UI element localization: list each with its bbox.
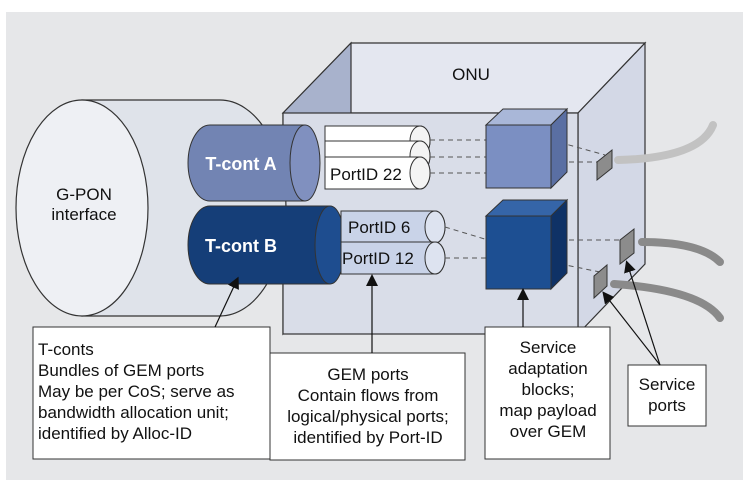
gem-ports-a [324,125,431,190]
tcont-callout-line5: identified by Alloc-ID [38,424,192,443]
tcont-b-label: T-cont B [205,236,277,256]
tcont-callout-line4: bandwidth allocation unit; [38,403,229,422]
service-ports-callout-line2: ports [648,396,686,415]
tcont-b [187,205,346,285]
adaptation-block-dark [484,198,569,291]
tcont-callout-line1: T-conts [38,340,94,359]
port-22-label: PortID 22 [330,165,402,184]
port-12-label: PortID 12 [342,249,414,268]
adaptation-block-light [484,107,569,190]
service-port-icons [593,148,635,300]
gem-callout-box [269,352,466,461]
adaptation-callout-line2: adaptation [508,359,587,378]
onu-label: ONU [452,65,490,84]
tcont-a [187,124,321,202]
service-ports-callout-line1: Service [639,375,696,394]
tcont-callout-line3: May be per CoS; serve as [38,382,235,401]
adaptation-callout-line3: blocks; [522,380,575,399]
service-port-2 [619,227,635,266]
tcont-callout-box [32,326,271,460]
adaptation-callout-box [484,326,611,460]
service-port-3 [593,263,608,300]
service-port-1 [596,148,613,182]
gpon-label-line1: G-PON [56,185,112,204]
gem-ports-b [340,210,446,275]
port-6-label: PortID 6 [348,218,410,237]
adaptation-callout-line4: map payload [499,401,596,420]
adaptation-callout-line5: over GEM [510,422,587,441]
incoming-service-arrows [610,121,724,322]
service-ports-callout-box [627,364,707,427]
gem-callout-line2: Contain flows from [298,386,439,405]
tcont-callout-line2: Bundles of GEM ports [38,361,204,380]
gem-callout-line3: logical/physical ports; [287,407,449,426]
service-port-pointer-1 [624,260,661,366]
gpon-label-line2: interface [51,205,116,224]
gem-callout-line1: GEM ports [327,365,408,384]
tcont-a-label: T-cont A [205,154,276,174]
tcont-pointer [214,276,239,328]
service-port-pointer-2 [602,291,661,366]
callout-pointers [214,260,661,366]
gem-callout-line4: identified by Port-ID [293,428,442,447]
adaptation-callout-line1: Service [520,338,577,357]
